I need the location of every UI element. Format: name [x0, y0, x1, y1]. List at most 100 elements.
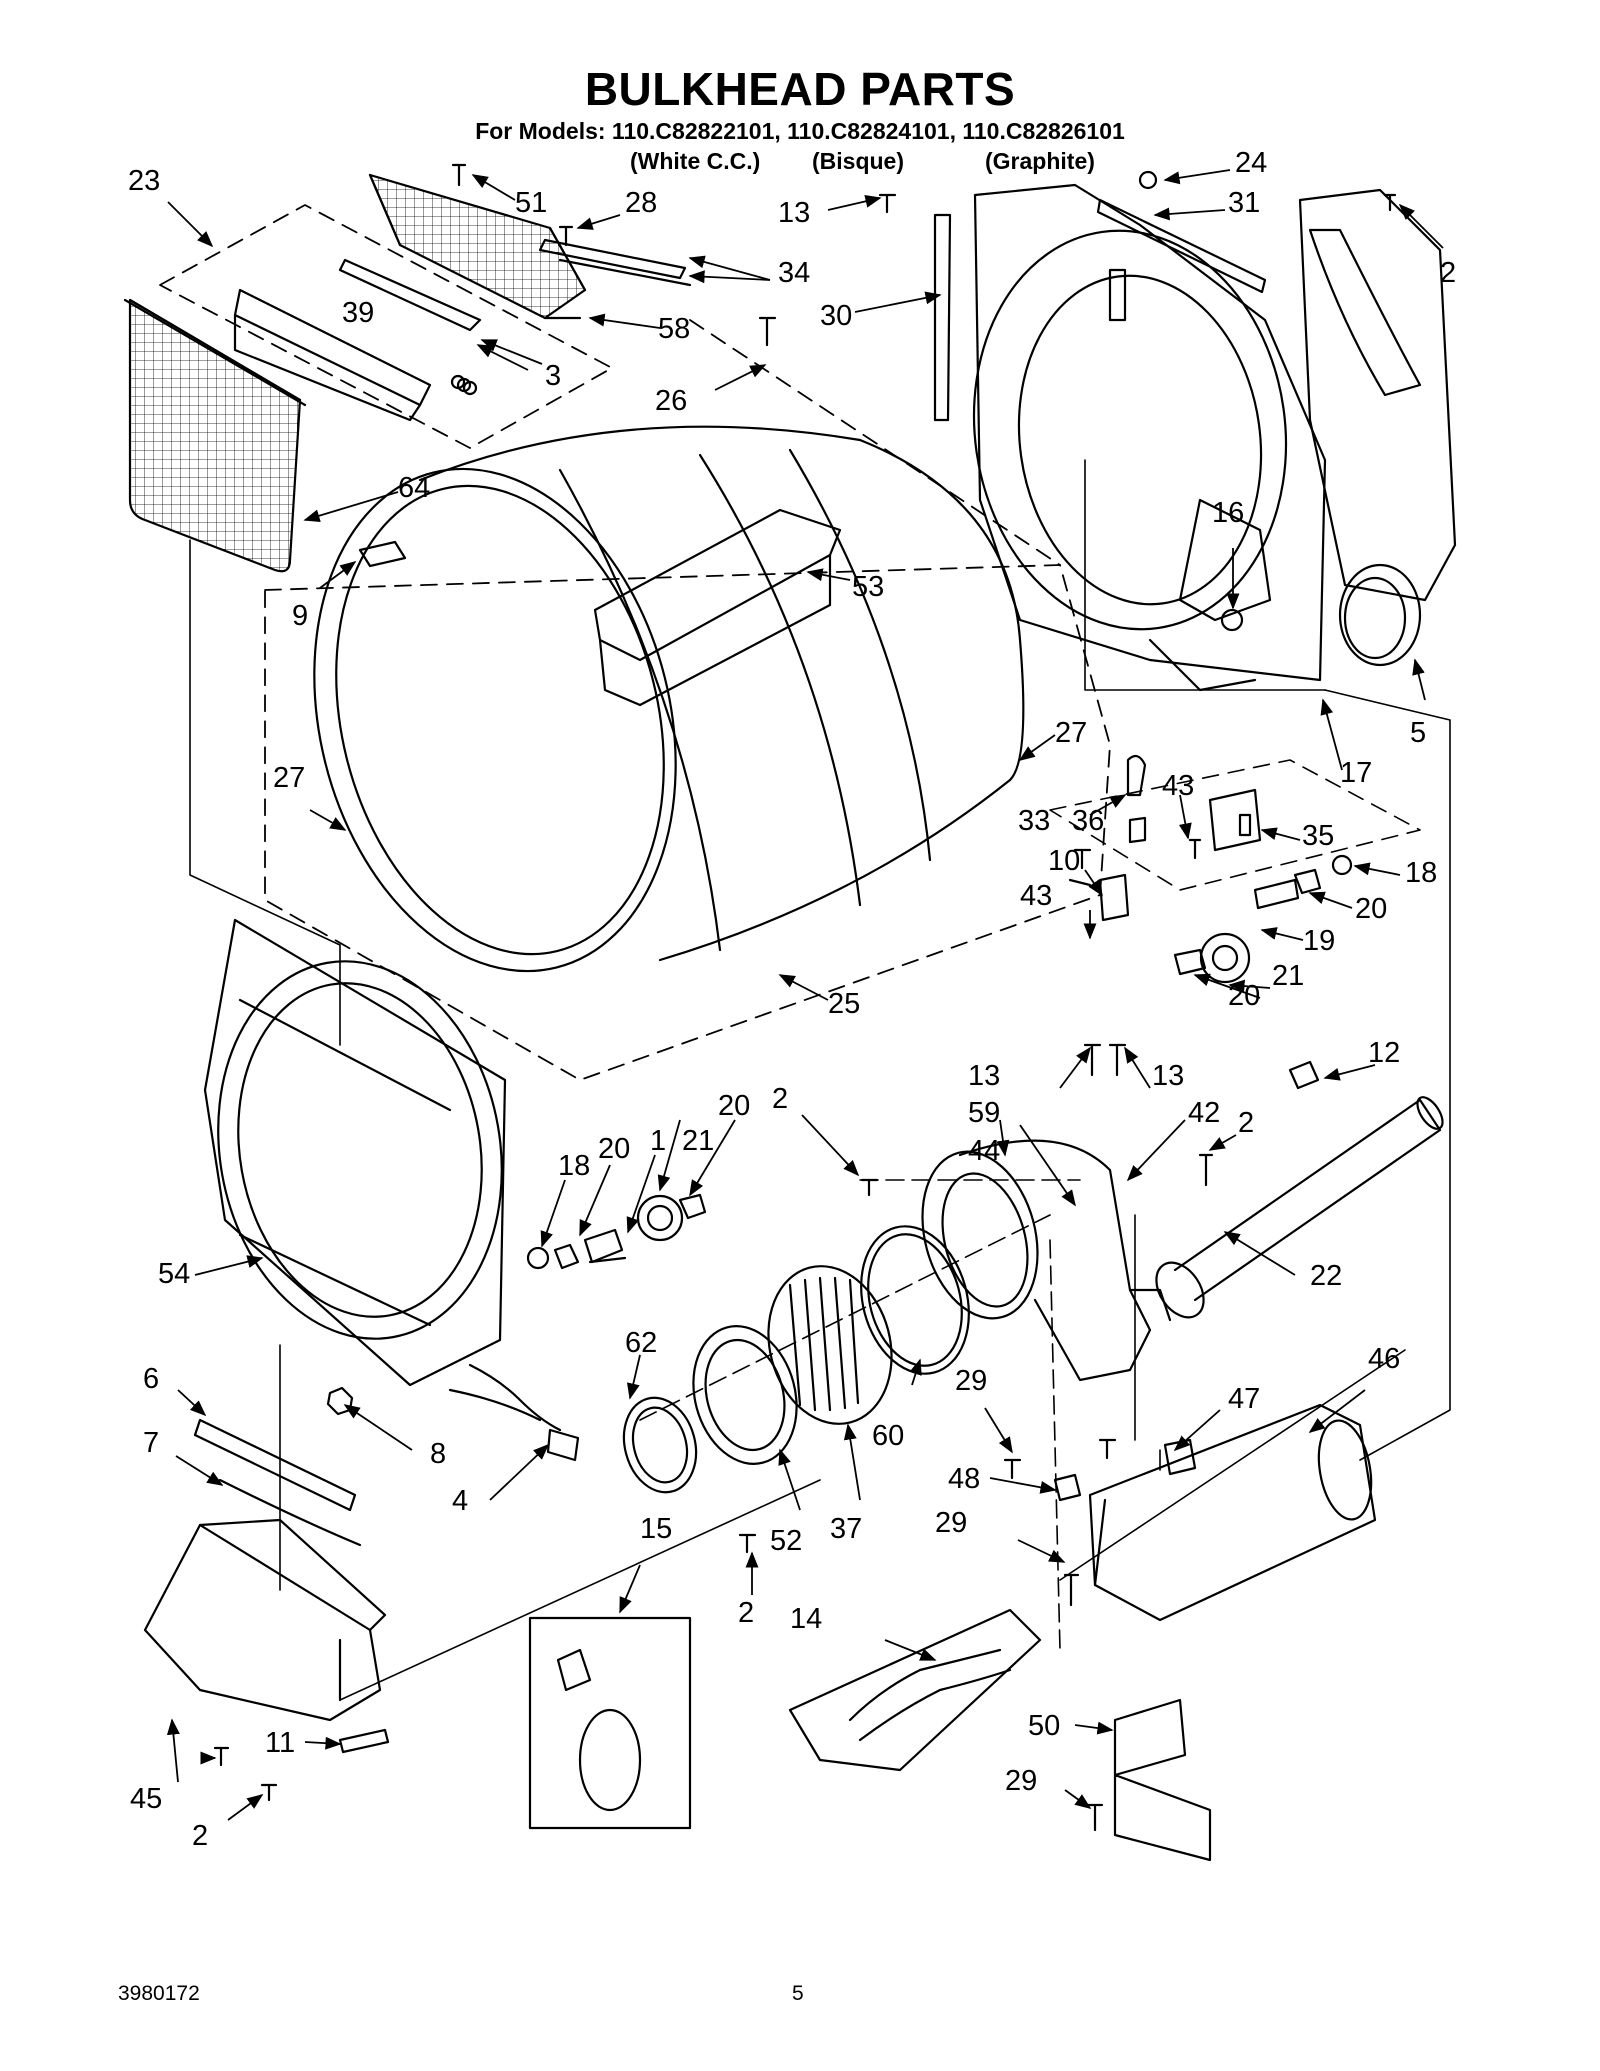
callout-20: 20 [1228, 980, 1260, 1012]
seal-strip [933, 213, 952, 422]
callout-52: 52 [770, 1525, 802, 1557]
callout-9: 9 [292, 600, 308, 632]
callout-21: 21 [682, 1125, 714, 1157]
callout-31: 31 [1228, 187, 1260, 219]
clip-11 [338, 1728, 390, 1754]
kit-box-contents [556, 1648, 642, 1812]
callout-20: 20 [598, 1133, 630, 1165]
callout-54: 54 [158, 1258, 190, 1290]
callout-10: 10 [1048, 845, 1080, 877]
variant-white: (White C.C.) [630, 148, 761, 174]
callout-27: 27 [1055, 717, 1087, 749]
callout-62: 62 [625, 1327, 657, 1359]
hold-down-strips [538, 238, 692, 287]
callout-20: 20 [1355, 893, 1387, 925]
front-duct [143, 1518, 387, 1722]
seal-ring [622, 1396, 698, 1494]
callout-30: 30 [820, 300, 852, 332]
callout-45: 45 [130, 1783, 162, 1815]
clip [358, 540, 407, 568]
leader-arrows [166, 169, 1444, 1821]
callout-2: 2 [772, 1083, 788, 1115]
lint-grill [368, 173, 587, 320]
callout-14: 14 [790, 1603, 822, 1635]
screws [213, 163, 1397, 1832]
callout-18: 18 [558, 1150, 590, 1182]
callout-4: 4 [452, 1485, 468, 1517]
assembly-outline-lint-filter [159, 204, 613, 449]
baffle [593, 508, 842, 707]
document-number: 3980172 [118, 1982, 200, 2005]
lint-screen [123, 298, 307, 573]
callout-50: 50 [1028, 1710, 1060, 1742]
callout-19: 19 [1303, 925, 1335, 957]
front-roller-group [526, 1193, 707, 1270]
callout-42: 42 [1188, 1097, 1220, 1129]
strip-7 [218, 1478, 362, 1547]
callout-2: 2 [192, 1820, 208, 1852]
models-line: For Models: 110.C82822101, 110.C82824101… [475, 118, 1125, 144]
drum [313, 425, 1025, 973]
bulkhead-strip [1096, 198, 1267, 294]
callout-2: 2 [1238, 1107, 1254, 1139]
assembly-outline-thermostat [1049, 759, 1421, 891]
callout-28: 28 [625, 187, 657, 219]
callout-2: 2 [738, 1597, 754, 1629]
blower-seal-inner [867, 1233, 963, 1367]
callout-26: 26 [655, 385, 687, 417]
callout-36: 36 [1072, 805, 1104, 837]
blower-plate-inner [704, 1338, 786, 1452]
callout-51: 51 [515, 187, 547, 219]
rear-panel [1298, 188, 1457, 667]
callout-20: 20 [718, 1090, 750, 1122]
callout-25: 25 [828, 988, 860, 1020]
callout-29: 29 [935, 1507, 967, 1539]
callout-33: 33 [1018, 805, 1050, 837]
callout-24: 24 [1235, 147, 1267, 179]
callout-13: 13 [1152, 1060, 1184, 1092]
centerline-blower [639, 1179, 1081, 1651]
callout-43: 43 [1162, 770, 1194, 802]
callout-16: 16 [1212, 497, 1244, 529]
callout-3: 3 [545, 360, 561, 392]
callout-34: 34 [778, 257, 810, 289]
callout-23: 23 [128, 165, 160, 197]
rear-bulkhead [972, 183, 1327, 692]
bracket-50 [1113, 1698, 1212, 1862]
callout-13: 13 [968, 1060, 1000, 1092]
spring [450, 374, 478, 396]
blower-seal [860, 1225, 970, 1375]
heater-element [788, 1608, 1042, 1772]
callout-29: 29 [955, 1365, 987, 1397]
callout-2: 2 [1440, 257, 1456, 289]
clip-12 [1288, 1060, 1320, 1090]
callout-27: 27 [273, 762, 305, 794]
callout-59: 59 [968, 1097, 1000, 1129]
thermostat-components [1068, 754, 1262, 922]
callout-64: 64 [398, 472, 430, 504]
callout-11: 11 [265, 1727, 295, 1759]
callout-13: 13 [778, 197, 810, 229]
callout-15: 15 [640, 1513, 672, 1545]
rear-roller-group [1173, 854, 1353, 984]
nut-24 [1138, 170, 1158, 190]
callout-46: 46 [1368, 1343, 1400, 1375]
callout-5: 5 [1410, 717, 1426, 749]
callout-22: 22 [1310, 1260, 1342, 1292]
strip-6 [193, 1418, 357, 1512]
callout-35: 35 [1302, 820, 1334, 852]
callout-39: 39 [342, 297, 374, 329]
callout-48: 48 [948, 1463, 980, 1495]
callout-58: 58 [658, 313, 690, 345]
nut-8 [326, 1386, 354, 1416]
callout-17: 17 [1340, 757, 1372, 789]
wire-harness [448, 1363, 580, 1462]
variant-graphite: (Graphite) [985, 148, 1095, 174]
filter-housing-slide [233, 258, 482, 422]
callout-18: 18 [1405, 857, 1437, 889]
seal-ring-inner [631, 1406, 689, 1484]
page-title: BULKHEAD PARTS [584, 63, 1016, 115]
reference-lines [189, 459, 1451, 1701]
